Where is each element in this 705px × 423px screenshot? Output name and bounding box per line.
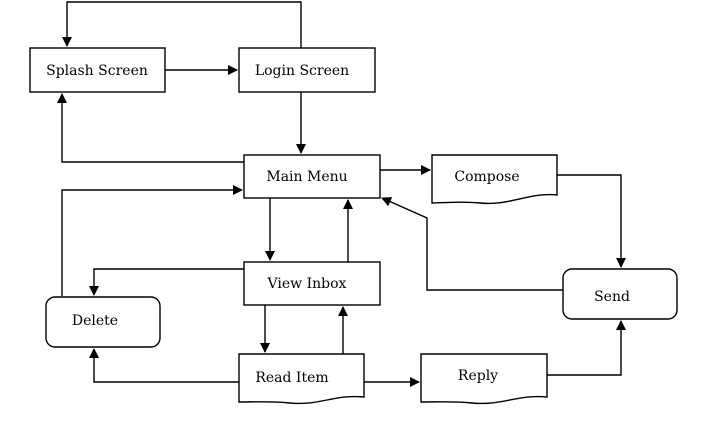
node-delete-label: Delete — [72, 313, 118, 329]
edge-send-to-main-menu — [381, 197, 563, 291]
node-view-inbox: View Inbox — [243, 261, 381, 306]
edge-compose-to-send — [557, 174, 626, 268]
node-login-screen-label: Login Screen — [255, 63, 349, 79]
node-splash-screen: Splash Screen — [29, 47, 166, 93]
node-main-menu: Main Menu — [243, 154, 381, 199]
edge-delete-to-main-menu — [61, 185, 243, 296]
node-read-item: Read Item — [238, 353, 365, 405]
node-read-item-label: Read Item — [255, 370, 328, 386]
node-send: Send — [562, 268, 678, 320]
node-main-menu-label: Main Menu — [266, 169, 347, 185]
edge-login-to-splash-loop — [62, 1, 302, 48]
node-view-inbox-label: View Inbox — [267, 276, 347, 292]
node-delete: Delete — [45, 296, 161, 348]
node-compose-label: Compose — [454, 169, 519, 185]
node-send-label: Send — [594, 289, 630, 305]
node-login-screen: Login Screen — [238, 47, 376, 93]
edge-reply-to-send — [547, 320, 626, 376]
edge-view-inbox-to-delete — [89, 268, 244, 296]
node-compose: Compose — [431, 154, 558, 205]
node-reply-label: Reply — [458, 368, 498, 384]
node-splash-screen-label: Splash Screen — [46, 63, 148, 79]
edge-main-menu-to-splash — [57, 93, 244, 163]
edge-read-item-to-delete — [89, 348, 239, 383]
node-reply: Reply — [420, 353, 548, 405]
